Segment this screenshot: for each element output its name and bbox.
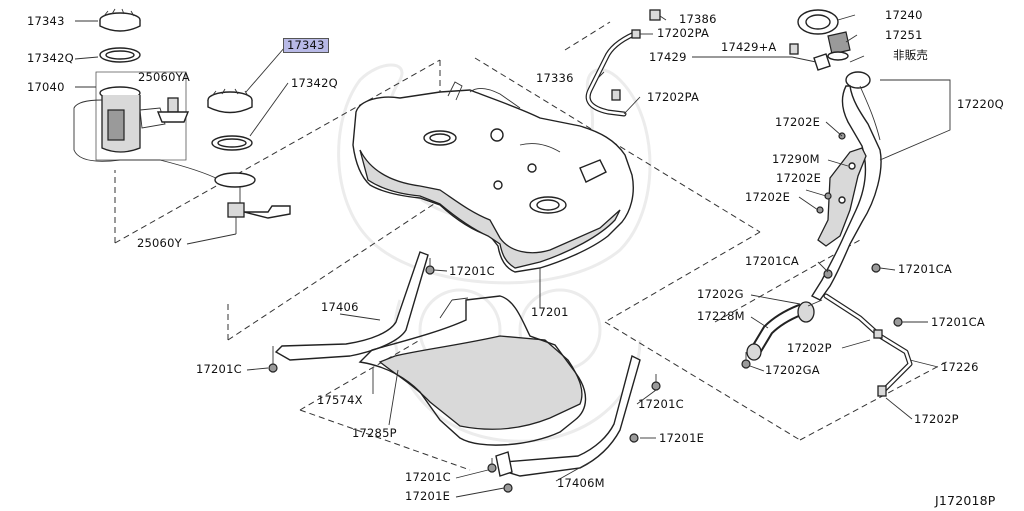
label-17386: 17386 (679, 12, 717, 26)
label-17343-left: 17343 (27, 14, 65, 28)
group-line-pump-bottom (227, 199, 441, 341)
label-17201c-right: 17201C (638, 397, 684, 411)
bolt-17201ca-a (823, 269, 833, 279)
label-17336: 17336 (536, 71, 574, 85)
group-line-filler-bottom (604, 321, 801, 441)
group-line-filler-right (799, 359, 951, 441)
retainer-17429 (789, 43, 831, 71)
group-line-tank-top (474, 57, 761, 233)
label-17040: 17040 (27, 80, 65, 94)
label-17202p-mid: 17202P (787, 341, 832, 355)
tank-band-17406m (495, 354, 641, 477)
fuel-pump-assembly-17040 (73, 71, 221, 181)
bolt-17201c-d (487, 458, 497, 473)
diagram-code: J172018P (935, 493, 996, 508)
group-line-bottom-left (299, 409, 471, 471)
label-17202pa-bottom: 17202PA (647, 90, 700, 104)
label-17202p-bottom: 17202P (914, 412, 959, 426)
label-17429: 17429 (649, 50, 687, 64)
label-17342q-mid: 17342Q (291, 76, 338, 90)
label-17290m: 17290M (772, 152, 820, 166)
label-17202e-mid: 17202E (776, 171, 822, 185)
heat-shield-17285p (358, 295, 587, 446)
label-17406m: 17406M (557, 476, 605, 490)
bolt-17201e-a (629, 433, 639, 443)
label-17201: 17201 (531, 305, 569, 319)
label-17201c-bottom: 17201C (405, 470, 451, 484)
label-17220q: 17220Q (957, 97, 1004, 111)
bolt-17201ca-c (893, 317, 903, 327)
label-17201e-bottom: 17201E (405, 489, 451, 503)
label-17240: 17240 (885, 8, 923, 22)
clip-17202ga (741, 352, 751, 369)
sender-unit-25060y (214, 172, 291, 234)
breather-hose-17226 (823, 293, 913, 397)
label-17202ga: 17202GA (765, 363, 820, 377)
label-17202e-left: 17202E (745, 190, 791, 204)
bolt-17201c-b (425, 258, 435, 275)
label-17429a: 17429+A (721, 40, 777, 54)
gasket-17342q-left (99, 47, 141, 63)
label-17343-highlighted: 17343 (283, 38, 329, 53)
label-17201e-right: 17201E (659, 431, 705, 445)
fuel-tank-17201 (352, 81, 634, 273)
group-line-pump-top (114, 59, 441, 244)
label-17201c-tank: 17201C (449, 264, 495, 278)
label-17202pa-top: 17202PA (657, 26, 710, 40)
bolt-17201e-b (503, 483, 513, 493)
bolt-17201c-c (651, 374, 661, 391)
label-17228m: 17228M (697, 309, 745, 323)
label-not-for-sale: 非販売 (893, 48, 929, 62)
label-17285p: 17285P (352, 426, 397, 440)
lock-ring-17343-left (99, 8, 141, 32)
group-line-bottom-left2 (299, 339, 421, 411)
label-17226: 17226 (941, 360, 979, 374)
filler-tube-17220q (810, 71, 882, 301)
group-line-filler-mid (714, 239, 861, 323)
label-17251: 17251 (885, 28, 923, 42)
label-17201ca-lower: 17201CA (931, 315, 985, 329)
sender-unit-25060ya (156, 97, 190, 123)
label-17201c-left: 17201C (196, 362, 242, 376)
gasket-17342q-mid (211, 135, 253, 151)
filler-hose-17228m (746, 299, 823, 361)
filler-cap-seal-17240 (797, 9, 839, 35)
label-17202g: 17202G (697, 287, 744, 301)
label-25060y: 25060Y (137, 236, 182, 250)
group-line-hose-top (564, 21, 611, 51)
tank-band-17406 (274, 251, 429, 361)
label-17574x: 17574X (317, 393, 363, 407)
label-17201ca-left: 17201CA (745, 254, 799, 268)
vent-hose-17336 (585, 9, 661, 117)
label-17202e-top: 17202E (775, 115, 821, 129)
bracket-17290m (817, 147, 867, 247)
bolt-17201ca-b (871, 263, 881, 273)
label-17342q-left: 17342Q (27, 51, 74, 65)
label-25060ya: 25060YA (138, 70, 190, 84)
label-17201ca-right: 17201CA (898, 262, 952, 276)
filler-cap-17251 (827, 31, 851, 61)
label-17406: 17406 (321, 300, 359, 314)
lock-ring-17343-mid (207, 88, 253, 114)
leader-lines (74, 14, 951, 498)
bolt-17201c-a (268, 346, 278, 373)
